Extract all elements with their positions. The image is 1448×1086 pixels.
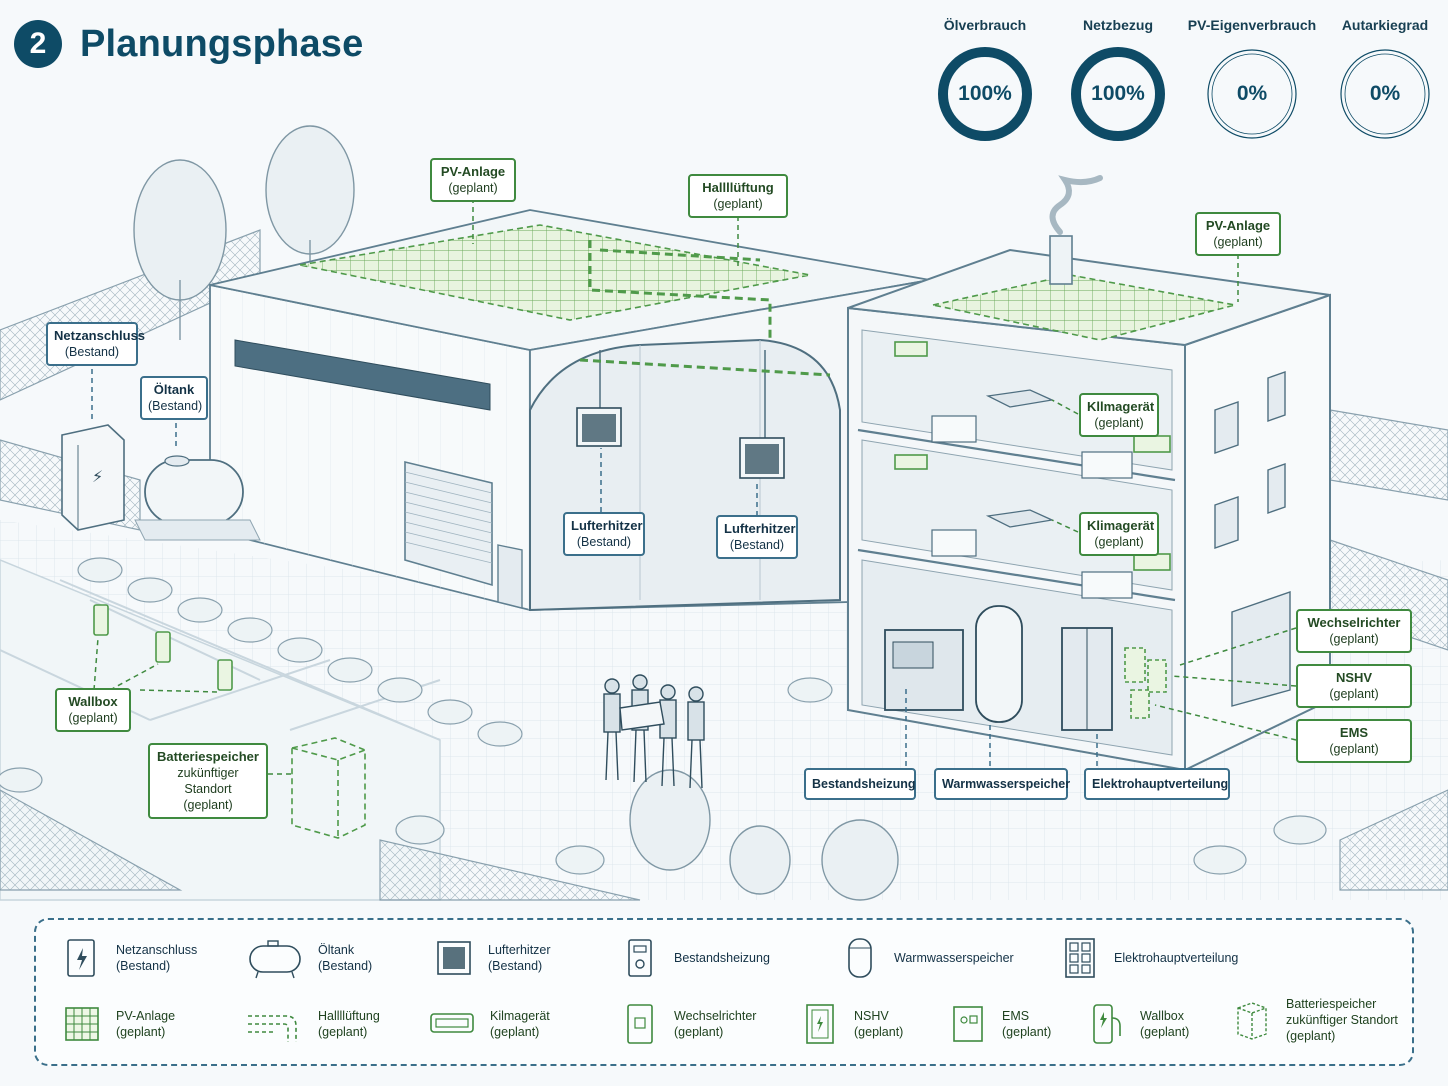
- kpi-ring-fill: [1071, 47, 1165, 141]
- boiler: [884, 629, 964, 711]
- hedges: [0, 557, 1327, 875]
- kpi-value: 0%: [1369, 82, 1401, 105]
- callout-klimageraet-2: Klimagerät (geplant): [1079, 512, 1159, 556]
- callout-nshv: NSHV (geplant): [1296, 664, 1412, 708]
- legend-item-wallbox: Wallbox(geplant): [1086, 1002, 1189, 1046]
- heizung-icon: [628, 939, 652, 977]
- klima-icon: [430, 1013, 474, 1033]
- legend-item-wechselrichter: Wechselrichter(geplant): [620, 1002, 756, 1046]
- warmwasser-icon: [848, 938, 872, 978]
- kpi-value: 100%: [958, 82, 1012, 105]
- elektroverteilung-icon: [1065, 938, 1095, 978]
- kpi-ring: 100%: [935, 44, 1035, 144]
- svg-text:⚡: ⚡: [92, 467, 103, 486]
- page-title: Planungsphase: [80, 22, 364, 65]
- wechselrichter-icon: [627, 1004, 653, 1044]
- legend-item-elektrohauptverteilung: Elektrohauptverteilung: [1060, 936, 1238, 980]
- callout-wallbox: Wallbox (geplant): [55, 688, 131, 732]
- office-building: [847, 175, 1331, 772]
- batterie-icon: [1237, 1002, 1267, 1040]
- nshv-icon: [806, 1004, 834, 1044]
- legend-item-bestandsheizung: Bestandsheizung: [620, 936, 770, 980]
- callout-pv-anlage-hall: PV-Anlage (geplant): [430, 158, 516, 202]
- oeltank-icon: [249, 940, 301, 979]
- kpi-ring-fill: [938, 47, 1032, 141]
- kpi-label: PV-Eigenverbrauch: [1187, 17, 1317, 33]
- kpi-label: Netzbezug: [1083, 17, 1153, 33]
- kpi-ring: 0%: [1202, 44, 1302, 144]
- air-heater-2: [739, 350, 785, 479]
- legend-item-pv-anlage: PV-Anlage(geplant): [62, 1002, 175, 1046]
- fence: [0, 229, 1448, 901]
- callout-netzanschluss: Netzanschluss (Bestand): [46, 322, 145, 366]
- lueftung-icon: [248, 1015, 297, 1042]
- kpi-autarkiegrad: Autarkiegrad 0%: [1320, 14, 1448, 144]
- kpi-oelverbrauch: Ölverbrauch 100%: [920, 14, 1050, 144]
- legend-item-ems: EMS(geplant): [948, 1002, 1051, 1046]
- page-header: 2 Planungsphase: [14, 20, 363, 68]
- callout-lufterhitzer-1: Lufterhitzer (Bestand): [563, 512, 645, 556]
- legend-item-nshv: NSHV(geplant): [800, 1002, 903, 1046]
- legend-item-oeltank: Öltank(Bestand): [246, 936, 372, 980]
- wallboxes: [93, 604, 233, 691]
- kpi-ring: 0%: [1335, 44, 1435, 144]
- callout-connectors: [91, 198, 1297, 775]
- wallbox-icon: [1093, 1004, 1121, 1044]
- callout-bestandsheizung: Bestandsheizung: [804, 768, 916, 800]
- main-distribution-cabinet: [1061, 627, 1113, 731]
- planning-team: [603, 674, 705, 789]
- callout-lufterhitzer-2: Lufterhitzer (Bestand): [716, 515, 798, 559]
- legend-item-lufterhitzer: Lufterhitzer(Bestand): [434, 936, 551, 980]
- callout-batteriespeicher: Batteriespeicher zukünftiger Standort (g…: [148, 743, 268, 819]
- callout-warmwasserspeicher: Warmwasserspeicher: [934, 768, 1070, 800]
- callout-oeltank: Öltank (Bestand): [140, 376, 208, 420]
- grid-connection-box: ⚡: [61, 424, 125, 531]
- callout-klimageraet-1: Kllmagerät (geplant): [1079, 393, 1159, 437]
- callout-pv-anlage-office: PV-Anlage (geplant): [1195, 212, 1281, 256]
- kpi-label: Autarkiegrad: [1341, 17, 1429, 33]
- legend-item-netzanschluss: Netzanschluss(Bestand): [62, 936, 197, 980]
- pv-icon: [65, 1007, 99, 1041]
- legend-item-klimageraet: Kilmagerät(geplant): [428, 1002, 550, 1046]
- legend: Netzanschluss(Bestand) Öltank(Bestand) L…: [34, 918, 1414, 1066]
- ems-icon: [953, 1006, 983, 1042]
- callout-ems: EMS (geplant): [1296, 719, 1412, 763]
- step-badge: 2: [14, 20, 62, 68]
- ventilation-duct: [579, 240, 831, 377]
- legend-item-warmwasserspeicher: Warmwasserspeicher: [840, 936, 1014, 980]
- kpi-netzbezug: Netzbezug 100%: [1053, 14, 1183, 144]
- netzanschluss-icon: [67, 939, 95, 977]
- trees: [133, 125, 899, 901]
- callout-elektrohauptverteilung: Elektrohauptverteilung: [1084, 768, 1230, 800]
- kpi-label: Ölverbrauch: [943, 17, 1027, 33]
- air-heater-1: [576, 350, 622, 447]
- legend-item-hallenlueftung: Hallllüftung(geplant): [246, 1002, 380, 1046]
- callout-hallenlueftung: Hallllüftung (geplant): [688, 174, 788, 218]
- callout-wechselrichter: Wechselrichter (geplant): [1296, 609, 1412, 653]
- oil-tank: [134, 455, 261, 541]
- kpi-ring: 100%: [1068, 44, 1168, 144]
- kpi-value: 0%: [1236, 82, 1268, 105]
- hot-water-tank: [975, 605, 1023, 723]
- lufterhitzer-icon: [437, 941, 471, 975]
- battery-planned-location: [291, 737, 366, 839]
- kpi-value: 100%: [1091, 82, 1145, 105]
- kpi-pv-eigenverbrauch: PV-Eigenverbrauch 0%: [1187, 14, 1317, 144]
